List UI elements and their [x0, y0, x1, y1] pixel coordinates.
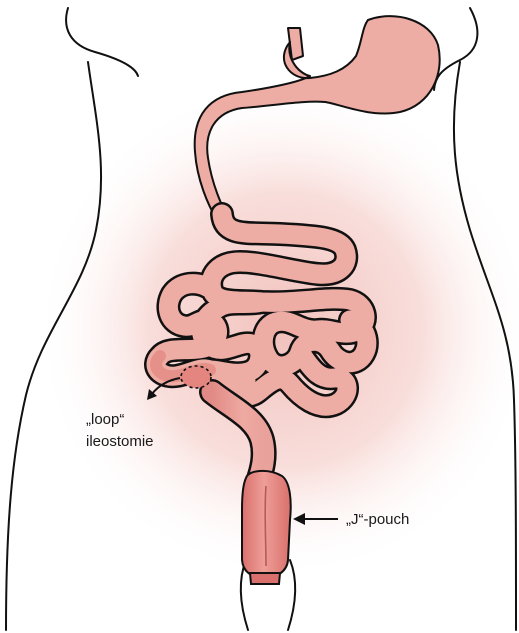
loop-label-line2: ileostomie: [86, 433, 154, 450]
right-shoulder-line: [434, 8, 477, 90]
left-shoulder-line: [66, 8, 138, 76]
stoma-dashed-circle: [181, 366, 211, 388]
j-pouch: [242, 471, 291, 584]
loop-label-line1: „loop“: [86, 411, 124, 428]
anal-stump: [250, 573, 280, 584]
pouch-label: „J“-pouch: [346, 511, 409, 528]
j-pouch-seam: [265, 486, 266, 566]
